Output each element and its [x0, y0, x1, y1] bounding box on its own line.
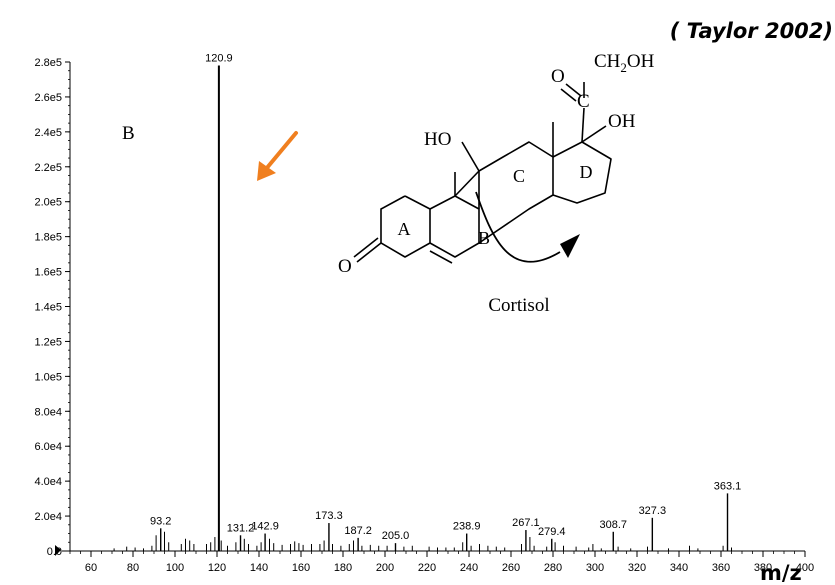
x-tick-label: 320 — [628, 562, 646, 574]
y-tick-label: 0.0 — [47, 546, 62, 558]
peak-label: 173.3 — [315, 510, 343, 522]
ring-label-c: C — [513, 166, 525, 186]
y-tick-label: 4.0e4 — [34, 476, 62, 488]
x-tick-label: 200 — [376, 562, 394, 574]
x-tick-label: 60 — [85, 562, 97, 574]
y-tick-label: 1.6e5 — [34, 267, 62, 279]
peak-label: 279.4 — [538, 526, 566, 538]
y-ticks: 0.0 2.0e4 4.0e4 6.0e4 8.0e4 1.0e5 1.2e5 1.4e5 1.… — [34, 57, 70, 558]
carbonyl-carbon: C — [577, 91, 590, 112]
y-tick-label: 2.0e5 — [34, 197, 62, 209]
peak-label: 93.2 — [150, 515, 171, 527]
x-tick-label: 180 — [334, 562, 352, 574]
x-tick-label: 120 — [208, 562, 226, 574]
y-tick-label: 1.2e5 — [34, 336, 62, 348]
peak-label: 267.1 — [512, 517, 540, 529]
y-tick-label: 2.0e4 — [34, 511, 62, 523]
carbonyl-oxygen: O — [551, 66, 565, 87]
ring-label-d: D — [580, 162, 593, 182]
peak-label: 120.9 — [205, 52, 233, 64]
baseline-marker — [55, 545, 61, 556]
x-tick-label: 80 — [127, 562, 139, 574]
y-tick-label: 2.4e5 — [34, 127, 62, 139]
hydroxyl-c17: OH — [608, 111, 636, 132]
ketone-oxygen: O — [338, 256, 352, 277]
x-tick-label: 260 — [502, 562, 520, 574]
ring-label-b: B — [478, 228, 490, 248]
x-axis-title: m/z — [760, 561, 802, 585]
citation-text: ( Taylor 2002) — [670, 19, 833, 43]
x-tick-label: 380 — [754, 562, 772, 574]
y-tick-label: 2.6e5 — [34, 92, 62, 104]
peak-label: 131.2 — [227, 522, 255, 534]
x-tick-label: 160 — [292, 562, 310, 574]
annotation-arrow — [257, 131, 298, 181]
y-tick-label: 2.8e5 — [34, 57, 62, 69]
panel-label: B — [122, 123, 135, 144]
x-tick-label: 140 — [250, 562, 268, 574]
peak-label: 308.7 — [600, 519, 628, 531]
x-tick-label: 300 — [586, 562, 604, 574]
peak-label: 205.0 — [382, 530, 410, 542]
peak-label: 363.1 — [714, 480, 742, 492]
cortisol-labels: A B C D O HO OH C O CH2OH Cortisol — [338, 51, 655, 316]
x-tick-label: 240 — [460, 562, 478, 574]
y-tick-label: 8.0e4 — [34, 406, 62, 418]
x-ticks: 60 80 100 120 140 160 180 200 220 240 260 280 300 320… — [69, 551, 814, 574]
peak-label: 238.9 — [453, 521, 481, 533]
y-tick-label: 1.0e5 — [34, 371, 62, 383]
y-tick-label: 2.2e5 — [34, 162, 62, 174]
y-tick-label: 6.0e4 — [34, 441, 62, 453]
cortisol-structure — [353, 82, 612, 264]
x-tick-label: 340 — [670, 562, 688, 574]
x-tick-label: 220 — [418, 562, 436, 574]
x-tick-label: 360 — [712, 562, 730, 574]
hydroxyl-c11: HO — [424, 129, 451, 150]
y-tick-label: 1.4e5 — [34, 302, 62, 314]
minor-peaks — [113, 531, 732, 551]
peak-label: 142.9 — [251, 521, 279, 533]
x-tick-label: 400 — [796, 562, 814, 574]
peak-label: 187.2 — [344, 525, 372, 537]
peak-label: 327.3 — [639, 505, 667, 517]
x-tick-label: 100 — [166, 562, 184, 574]
x-tick-label: 280 — [544, 562, 562, 574]
molecule-name: Cortisol — [488, 295, 549, 316]
ring-label-a: A — [398, 219, 411, 239]
y-tick-label: 1.8e5 — [34, 232, 62, 244]
hydroxymethyl-group: CH2OH — [594, 51, 655, 75]
